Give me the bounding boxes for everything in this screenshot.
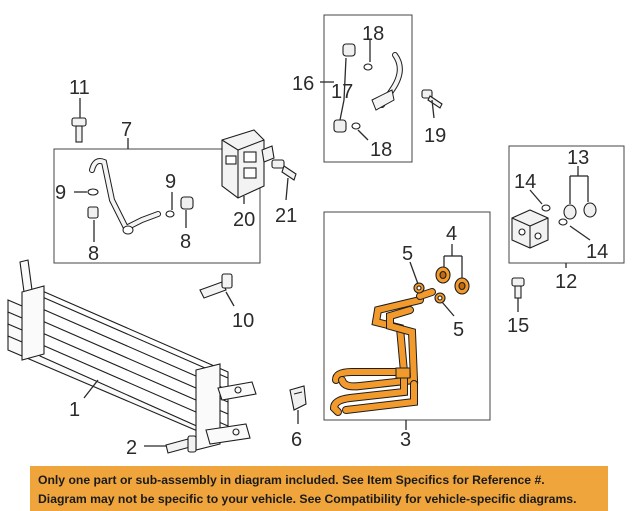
callout-13: 13 <box>567 147 589 169</box>
connector-10 <box>199 273 233 299</box>
callout-3: 3 <box>400 429 411 451</box>
o-ring-5 <box>413 282 446 304</box>
callout-6: 6 <box>291 429 302 451</box>
o-ring-14 <box>541 204 568 226</box>
callout-9a: 9 <box>55 182 66 204</box>
parts-diagram: 1 2 3 4 5 5 6 7 8 8 9 9 10 11 12 13 14 1… <box>7 14 625 459</box>
seal-4 <box>435 266 470 295</box>
seal-8 <box>87 196 194 219</box>
bolt-21 <box>271 159 297 181</box>
callout-4: 4 <box>446 223 457 245</box>
thermostat-housing-20 <box>221 129 275 199</box>
callout-12: 12 <box>555 271 577 293</box>
disclaimer-banner: Only one part or sub-assembly in diagram… <box>30 466 608 511</box>
callout-7: 7 <box>121 119 132 141</box>
seal-13 <box>563 202 597 220</box>
group-box-3 <box>323 211 491 421</box>
disclaimer-line-2: Diagram may not be specific to your vehi… <box>38 492 577 506</box>
callout-17: 17 <box>331 81 353 103</box>
callout-10: 10 <box>232 310 254 332</box>
o-ring-9 <box>87 188 175 218</box>
clip-6 <box>289 385 307 411</box>
leader-lines <box>74 40 591 447</box>
callout-8a: 8 <box>88 243 99 265</box>
seal-17 <box>333 43 356 133</box>
callout-15: 15 <box>507 315 529 337</box>
bolt-11 <box>71 117 87 143</box>
tube-16 <box>371 52 403 111</box>
group-box-7 <box>53 148 261 264</box>
callout-5a: 5 <box>402 243 413 265</box>
callout-9b: 9 <box>165 171 176 193</box>
callout-11: 11 <box>69 77 90 99</box>
callout-19: 19 <box>424 125 446 147</box>
callout-20: 20 <box>233 209 255 231</box>
callout-18a: 18 <box>362 23 384 45</box>
cooler-hose-7 <box>89 158 161 235</box>
bolt-15 <box>511 277 525 299</box>
callout-16: 16 <box>292 73 314 95</box>
o-ring-18 <box>351 63 373 130</box>
group-box-16 <box>323 14 413 163</box>
disclaimer-line-1: Only one part or sub-assembly in diagram… <box>38 473 545 487</box>
callout-2: 2 <box>126 437 137 459</box>
callout-8b: 8 <box>180 231 191 253</box>
callout-18b: 18 <box>370 139 392 161</box>
callout-14b: 14 <box>586 241 608 263</box>
tube-clamp <box>395 367 411 379</box>
bolt-2 <box>165 435 197 454</box>
bolt-19 <box>421 89 443 109</box>
oil-cooler <box>7 259 257 451</box>
adapter-block-12 <box>511 209 549 249</box>
callout-14a: 14 <box>514 171 536 193</box>
callout-5b: 5 <box>453 319 464 341</box>
cooler-tube-assembly <box>329 288 436 416</box>
callout-1: 1 <box>69 399 80 421</box>
callout-21: 21 <box>275 205 297 227</box>
